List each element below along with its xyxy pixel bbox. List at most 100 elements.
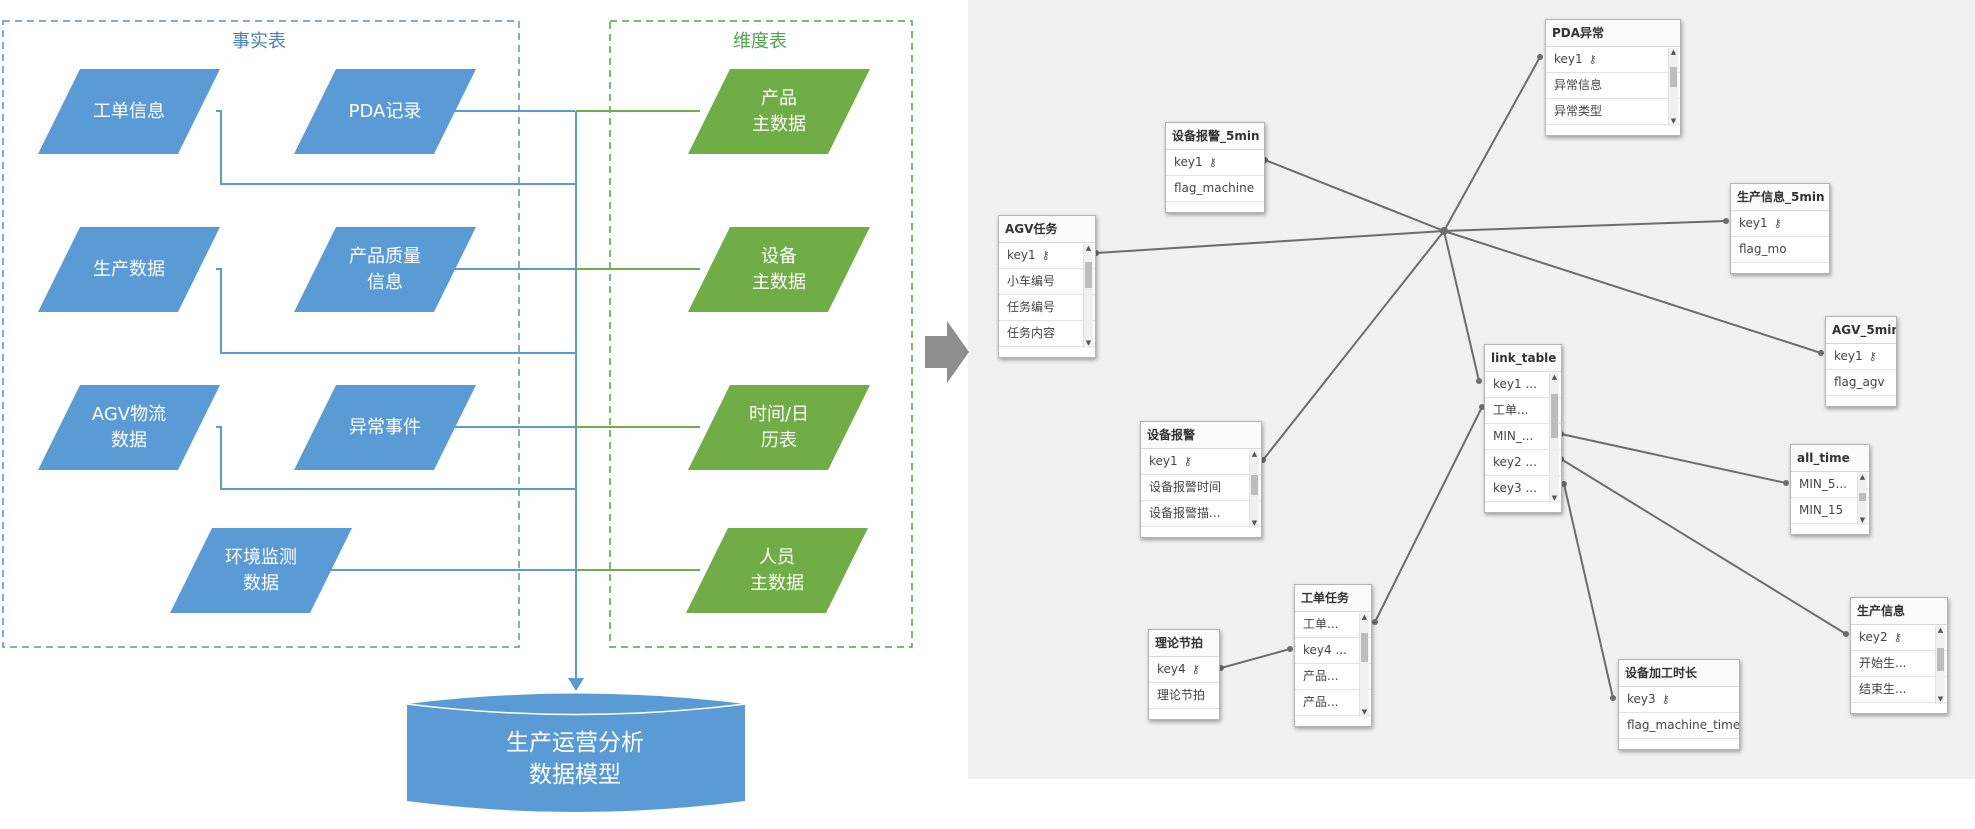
scrollbar-thumb[interactable] — [1859, 492, 1866, 501]
model-field-row[interactable]: MIN_... — [1485, 424, 1561, 450]
dim-table-label: 时间/日 历表 — [748, 403, 810, 451]
model-field-row[interactable]: MIN_5... — [1791, 472, 1869, 498]
model-table-scrollbar[interactable]: ▲▼ — [1857, 473, 1867, 525]
model-field-row[interactable]: key2⚷ — [1851, 625, 1947, 651]
scroll-down-icon[interactable]: ▼ — [1859, 516, 1866, 524]
model-field-row[interactable]: key1⚷ — [1546, 47, 1680, 73]
model-field-row[interactable]: 结束生... — [1851, 677, 1947, 703]
model-field-row[interactable]: key4⚷ — [1149, 657, 1219, 683]
model-table-title: 工单任务 — [1295, 585, 1371, 612]
model-field-row[interactable]: 工单... — [1485, 398, 1561, 424]
model-field-row[interactable]: 理论节拍 — [1149, 683, 1219, 709]
scrollbar-thumb[interactable] — [1251, 474, 1258, 495]
dim-table-label: 人员 主数据 — [750, 546, 804, 594]
right-arrow-icon — [925, 321, 969, 383]
model-field-row[interactable]: key3⚷ — [1619, 687, 1739, 713]
model-field-row[interactable]: 小车编号 — [999, 269, 1095, 295]
model-table-scrollbar[interactable]: ▲▼ — [1549, 373, 1559, 503]
scrollbar-thumb[interactable] — [1361, 633, 1368, 663]
parallelogram-shape — [688, 227, 870, 312]
model-field-row[interactable]: key1⚷ — [1826, 344, 1896, 370]
model-table-title: 理论节拍 — [1149, 630, 1219, 657]
scroll-down-icon[interactable]: ▼ — [1670, 117, 1677, 125]
model-table-scrollbar[interactable]: ▲▼ — [1668, 48, 1678, 126]
model-field-row[interactable]: 设备报警描... — [1141, 501, 1261, 527]
scroll-up-icon[interactable]: ▲ — [1361, 613, 1368, 621]
model-field-row[interactable]: 开始生... — [1851, 651, 1947, 677]
link-wo-takt — [1220, 648, 1291, 669]
model-field-row[interactable]: 任务内容 — [999, 321, 1095, 347]
model-field-name: MIN_... — [1493, 429, 1534, 443]
dim-group-title: 维度表 — [733, 31, 787, 52]
dim-table-time: 时间/日 历表 — [688, 385, 870, 470]
model-field-row[interactable]: 异常信息 — [1546, 73, 1680, 99]
scrollbar-thumb[interactable] — [1551, 394, 1558, 438]
scroll-down-icon[interactable]: ▼ — [1085, 339, 1092, 347]
model-field-name: flag_machine — [1174, 181, 1255, 195]
scroll-down-icon[interactable]: ▼ — [1251, 519, 1258, 527]
parallelogram-shape — [38, 227, 220, 312]
scroll-down-icon[interactable]: ▼ — [1937, 695, 1944, 703]
model-field-row[interactable]: 产品... — [1295, 690, 1371, 716]
target-cylinder-top-edge — [406, 703, 746, 716]
scrollbar-thumb[interactable] — [1670, 66, 1677, 87]
scroll-down-icon[interactable]: ▼ — [1361, 708, 1368, 716]
scroll-up-icon[interactable]: ▲ — [1859, 473, 1866, 481]
key-icon: ⚷ — [1588, 53, 1597, 66]
model-empty-row — [1546, 125, 1680, 135]
model-table-scrollbar[interactable]: ▲▼ — [1083, 244, 1093, 348]
scroll-up-icon[interactable]: ▲ — [1551, 373, 1558, 381]
key-icon: ⚷ — [1191, 663, 1200, 676]
scroll-down-icon[interactable]: ▼ — [1551, 494, 1558, 502]
model-field-row[interactable]: key2 ... — [1485, 450, 1561, 476]
scrollbar-thumb[interactable] — [1085, 262, 1092, 288]
model-field-row[interactable]: flag_mo — [1731, 237, 1829, 263]
model-field-row[interactable]: key3 ... — [1485, 476, 1561, 502]
model-field-row[interactable]: flag_machine_time — [1619, 713, 1739, 739]
scroll-up-icon[interactable]: ▲ — [1085, 244, 1092, 252]
model-table-scrollbar[interactable]: ▲▼ — [1935, 626, 1945, 704]
model-field-row[interactable]: 设备报警时间 — [1141, 475, 1261, 501]
model-field-row[interactable]: 任务编号 — [999, 295, 1095, 321]
scrollbar-thumb[interactable] — [1937, 647, 1944, 671]
model-field-row[interactable]: MIN_15 — [1791, 498, 1869, 524]
model-table-scrollbar[interactable]: ▲▼ — [1359, 613, 1369, 717]
key-icon: ⚷ — [1893, 631, 1902, 644]
scroll-up-icon[interactable]: ▲ — [1251, 450, 1258, 458]
model-field-name: flag_machine_time — [1627, 718, 1739, 732]
model-table-title: AGV_5min — [1826, 317, 1896, 344]
model-field-row[interactable]: 异常类型 — [1546, 99, 1680, 125]
key-icon: ⚷ — [1773, 217, 1782, 230]
model-field-row[interactable]: 工单... — [1295, 612, 1371, 638]
model-field-row[interactable]: key1 ... — [1485, 372, 1561, 398]
model-field-row[interactable]: key1⚷ — [1166, 150, 1264, 176]
link-hub-pda — [1443, 56, 1541, 232]
dim-table-label: 产品 主数据 — [752, 87, 806, 135]
model-field-row[interactable]: flag_machine — [1166, 176, 1264, 202]
model-field-row[interactable]: key1 ⚷ — [1731, 211, 1829, 237]
model-field-name: key1 — [1739, 216, 1768, 230]
model-field-row[interactable]: key1⚷ — [999, 243, 1095, 269]
model-table-title: AGV任务 — [999, 216, 1095, 243]
model-table-scrollbar[interactable]: ▲▼ — [1249, 450, 1259, 528]
scroll-up-icon[interactable]: ▲ — [1670, 48, 1677, 56]
model-table-wo[interactable]: 工单任务工单...key4 ...产品...产品...▲▼ — [1294, 584, 1372, 727]
parallelogram-shape — [38, 385, 220, 470]
model-field-row[interactable]: key1⚷ — [1141, 449, 1261, 475]
scroll-up-icon[interactable]: ▲ — [1937, 626, 1944, 634]
model-field-row[interactable]: key4 ... — [1295, 638, 1371, 664]
model-field-row[interactable]: flag_agv — [1826, 370, 1896, 396]
model-field-row[interactable]: 产品... — [1295, 664, 1371, 690]
model-field-name: 异常类型 — [1554, 104, 1603, 118]
